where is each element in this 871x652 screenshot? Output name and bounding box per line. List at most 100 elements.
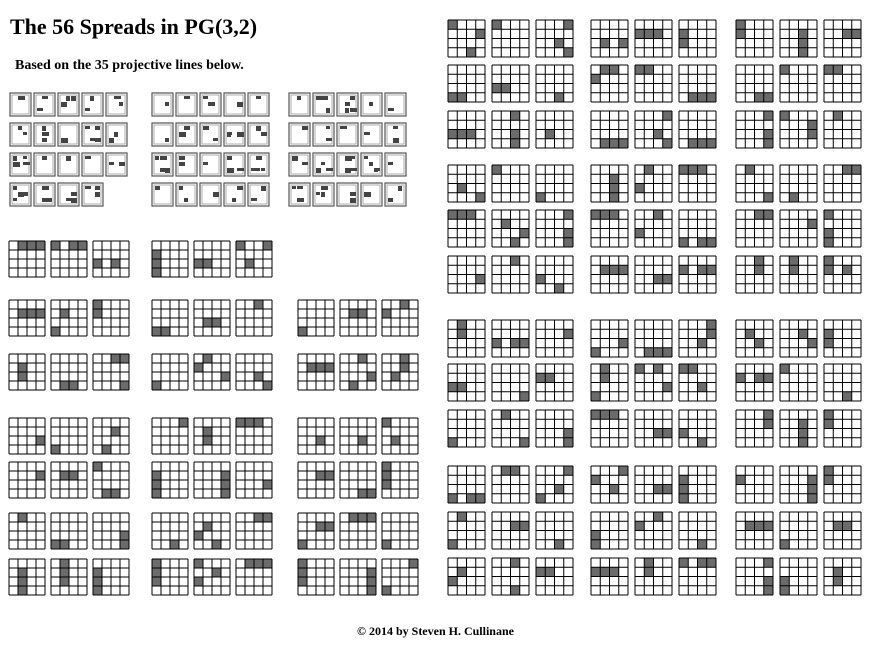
grid-diagram <box>50 417 88 455</box>
shaded-cell <box>763 111 773 121</box>
shaded-cell <box>254 513 263 522</box>
shaded-cell <box>254 559 263 568</box>
shaded-cell <box>763 210 773 220</box>
shaded-cell <box>448 92 458 102</box>
projective-line-square <box>105 92 128 117</box>
shaded-cell <box>170 540 179 549</box>
grid-diagram <box>297 461 335 499</box>
shaded-cell <box>635 29 645 39</box>
grid-diagram <box>678 363 717 402</box>
grid-diagram <box>92 353 130 391</box>
projective-line-square <box>33 122 56 147</box>
shaded-cell <box>807 475 817 485</box>
shaded-cell <box>644 29 654 39</box>
grid-diagram <box>381 558 419 596</box>
grid-diagram <box>590 363 629 402</box>
shaded-cell <box>697 92 707 102</box>
grid-diagram <box>823 319 862 358</box>
shaded-cell <box>662 382 672 392</box>
shaded-cell <box>600 265 610 275</box>
grid-diagram <box>92 461 130 499</box>
shaded-cell <box>18 241 27 250</box>
shaded-cell <box>763 138 773 148</box>
shaded-cell <box>36 241 45 250</box>
shaded-cell <box>600 373 610 383</box>
shaded-cell <box>754 256 764 266</box>
shaded-cell <box>298 577 307 586</box>
shaded-cell <box>591 539 601 549</box>
shaded-cell <box>245 259 254 268</box>
grid-diagram <box>491 19 530 58</box>
shaded-cell <box>833 65 843 75</box>
shaded-cell <box>591 210 601 220</box>
shaded-cell <box>510 338 520 348</box>
shaded-cell <box>798 329 808 339</box>
shaded-cell <box>851 165 861 175</box>
shaded-cell <box>763 419 773 429</box>
shaded-cell <box>457 183 467 193</box>
projective-line-square <box>312 122 335 147</box>
shaded-cell <box>382 540 391 549</box>
shaded-cell <box>194 559 203 568</box>
grid-diagram <box>779 319 818 358</box>
grid-diagram <box>634 110 673 149</box>
shaded-cell <box>563 228 573 238</box>
shaded-cell <box>679 475 689 485</box>
grid-diagram <box>678 557 717 596</box>
shaded-cell <box>152 250 161 259</box>
shaded-cell <box>563 437 573 447</box>
page-subtitle: Based on the 35 projective lines below. <box>15 58 244 73</box>
shaded-cell <box>51 445 60 454</box>
grid-diagram <box>447 409 486 448</box>
shaded-cell <box>736 475 746 485</box>
shaded-cell <box>563 20 573 30</box>
projective-line-square <box>33 92 56 117</box>
grid-diagram <box>535 64 574 103</box>
grid-diagram <box>339 461 377 499</box>
grid-diagram <box>381 417 419 455</box>
grid-diagram <box>735 511 774 550</box>
shaded-cell <box>492 20 502 30</box>
shaded-cell <box>697 539 707 549</box>
shaded-cell <box>194 259 203 268</box>
shaded-cell <box>563 210 573 220</box>
shaded-cell <box>203 354 212 363</box>
shaded-cell <box>382 462 391 471</box>
projective-line-square <box>151 182 174 207</box>
shaded-cell <box>842 265 852 275</box>
grid-diagram <box>491 255 530 294</box>
shaded-cell <box>798 419 808 429</box>
projective-line-square <box>360 92 383 117</box>
grid-diagram <box>235 461 273 499</box>
grid-diagram <box>151 353 189 391</box>
grid-diagram <box>50 240 88 278</box>
grid-diagram <box>735 363 774 402</box>
grid-diagram <box>590 64 629 103</box>
shaded-cell <box>263 513 272 522</box>
shaded-cell <box>519 228 529 238</box>
shaded-cell <box>600 364 610 374</box>
shaded-cell <box>697 138 707 148</box>
grid-diagram <box>381 299 419 337</box>
grid-diagram <box>735 164 774 203</box>
shaded-cell <box>245 418 254 427</box>
grid-diagram <box>151 512 189 550</box>
grid-diagram <box>634 64 673 103</box>
grid-diagram <box>590 319 629 358</box>
shaded-cell <box>69 471 78 480</box>
projective-line-square <box>9 182 32 207</box>
shaded-cell <box>635 364 645 374</box>
shaded-cell <box>510 466 520 476</box>
shaded-cell <box>789 256 799 266</box>
shaded-cell <box>833 521 843 531</box>
shaded-cell <box>519 391 529 401</box>
shaded-cell <box>221 489 230 498</box>
projective-line-square <box>360 182 383 207</box>
projective-line-square <box>57 152 80 177</box>
shaded-cell <box>536 192 546 202</box>
shaded-cell <box>316 471 325 480</box>
shaded-cell <box>807 493 817 503</box>
shaded-cell <box>609 138 619 148</box>
shaded-cell <box>263 559 272 568</box>
shaded-cell <box>653 210 663 220</box>
